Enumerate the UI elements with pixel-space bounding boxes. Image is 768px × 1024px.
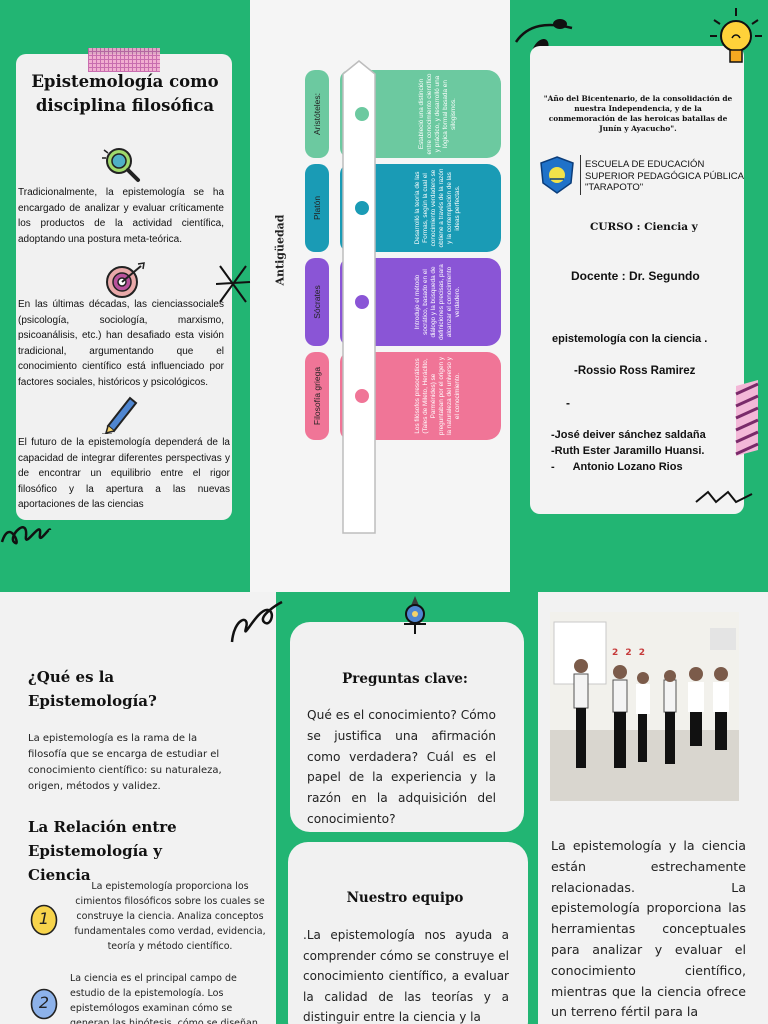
- timeline-phase-description: Desarrolló la teoría de las Formas, segú…: [414, 168, 461, 248]
- washi-tape-decoration: [88, 48, 160, 72]
- cover-member-2: -José deiver sánchez saldaña: [551, 429, 706, 441]
- timeline-phase-label-3: Sócrates: [305, 258, 329, 346]
- number-2-badge: 2: [30, 988, 58, 1020]
- target-icon: [100, 262, 146, 302]
- left-paragraph-3: El futuro de la epistemología dependerá …: [18, 437, 230, 510]
- questions-card: [290, 622, 524, 832]
- relation-summary-text: La epistemología y la ciencia están estr…: [551, 838, 746, 1020]
- school-line-3: "TARAPOTO": [585, 182, 644, 193]
- timeline-dot: [353, 105, 371, 123]
- pencil-icon: [100, 392, 140, 435]
- bottom-left-panel-bg: [0, 592, 276, 1024]
- what-is-text: La epistemología es la rama de la filoso…: [28, 733, 222, 792]
- striped-ribbon-decoration: [734, 380, 760, 456]
- number-2-label: 2: [38, 993, 50, 1012]
- left-paragraph-2: En las últimas décadas, las cienciassoci…: [18, 299, 224, 388]
- what-is-heading: ¿Qué es la Epistemología?: [28, 668, 157, 710]
- timeline-phase-label-4: Filosofía griega: [305, 352, 329, 440]
- school-line-2: SUPERIOR PEDAGÓGICA PÚBLICA: [585, 170, 744, 182]
- questions-title: Preguntas clave:: [342, 671, 468, 687]
- zigzag-doodle-icon: [694, 488, 754, 506]
- school-name: ESCUELA DE EDUCACIÓN SUPERIOR PEDAGÓGICA…: [585, 159, 745, 194]
- timeline-phase-name: Platón: [312, 195, 322, 221]
- team-card: [288, 842, 528, 1024]
- team-title: Nuestro equipo: [346, 890, 464, 906]
- cover-docente: Docente : Dr. Segundo: [571, 269, 700, 283]
- cover-member-3: -Ruth Ester Jaramillo Huansi.: [551, 445, 705, 457]
- cover-member-4: - Antonio Lozano Rios: [551, 461, 683, 473]
- star-doodle-icon: [215, 262, 252, 306]
- timeline-dot: [353, 199, 371, 217]
- group-photo: 2 2 2: [550, 612, 739, 801]
- squiggle-doodle-icon: [228, 598, 284, 646]
- timeline-phase-name: Sócrates: [312, 285, 322, 319]
- timeline-phase-description: Estableció una distinción entre conocimi…: [418, 73, 457, 155]
- timeline-phase-description: Los filósofos presocráticos (Tales de Mi…: [414, 356, 461, 436]
- timeline-phase-label-2: Platón: [305, 164, 329, 252]
- number-1-label: 1: [38, 909, 50, 928]
- lightbulb-icon: [706, 6, 764, 72]
- cover-dash: -: [566, 396, 570, 410]
- relation-heading: La Relación entre Epistemología y Cienci…: [28, 818, 177, 884]
- timeline-heading: Antigüedad: [273, 214, 287, 286]
- cover-year-text: "Año del Bicentenario, de la consolidaci…: [543, 94, 733, 133]
- relation-item-2: La ciencia es el principal campo de estu…: [70, 973, 258, 1024]
- questions-text: Qué es el conocimiento? Cómo se justific…: [307, 708, 496, 826]
- timeline-phase-label-1: Aristóteles:: [305, 70, 329, 158]
- pushpin-icon: [398, 594, 432, 636]
- timeline-phase-description: Introdujo el método socrático, basado en…: [414, 264, 461, 340]
- timeline-dot: [353, 293, 371, 311]
- cover-topic: epistemología con la ciencia .: [552, 333, 708, 345]
- cover-curso: CURSO : Ciencia y: [590, 221, 698, 233]
- team-text: .La epistemología nos ayuda a comprender…: [303, 928, 509, 1024]
- number-1-badge: 1: [30, 904, 58, 936]
- left-card-title: Epistemología como disciplina filosófica: [31, 72, 219, 115]
- cover-card: [530, 46, 744, 514]
- timeline-phase-name: Aristóteles:: [312, 92, 322, 136]
- left-paragraph-1: Tradicionalmente, la epistemología se ha…: [18, 187, 224, 245]
- school-divider: [580, 155, 581, 195]
- relation-item-1: La epistemología proporciona los cimient…: [74, 881, 266, 952]
- loops-doodle-icon: [0, 506, 52, 552]
- timeline-dot: [353, 387, 371, 405]
- timeline-phase-name: Filosofía griega: [312, 366, 322, 426]
- photo-banner-text: 2 2 2: [612, 648, 648, 658]
- school-line-1: ESCUELA DE EDUCACIÓN: [585, 159, 705, 170]
- cover-member-1: -Rossio Ross Ramirez: [574, 365, 696, 377]
- magnifier-icon: [100, 144, 142, 184]
- school-logo: [538, 155, 576, 195]
